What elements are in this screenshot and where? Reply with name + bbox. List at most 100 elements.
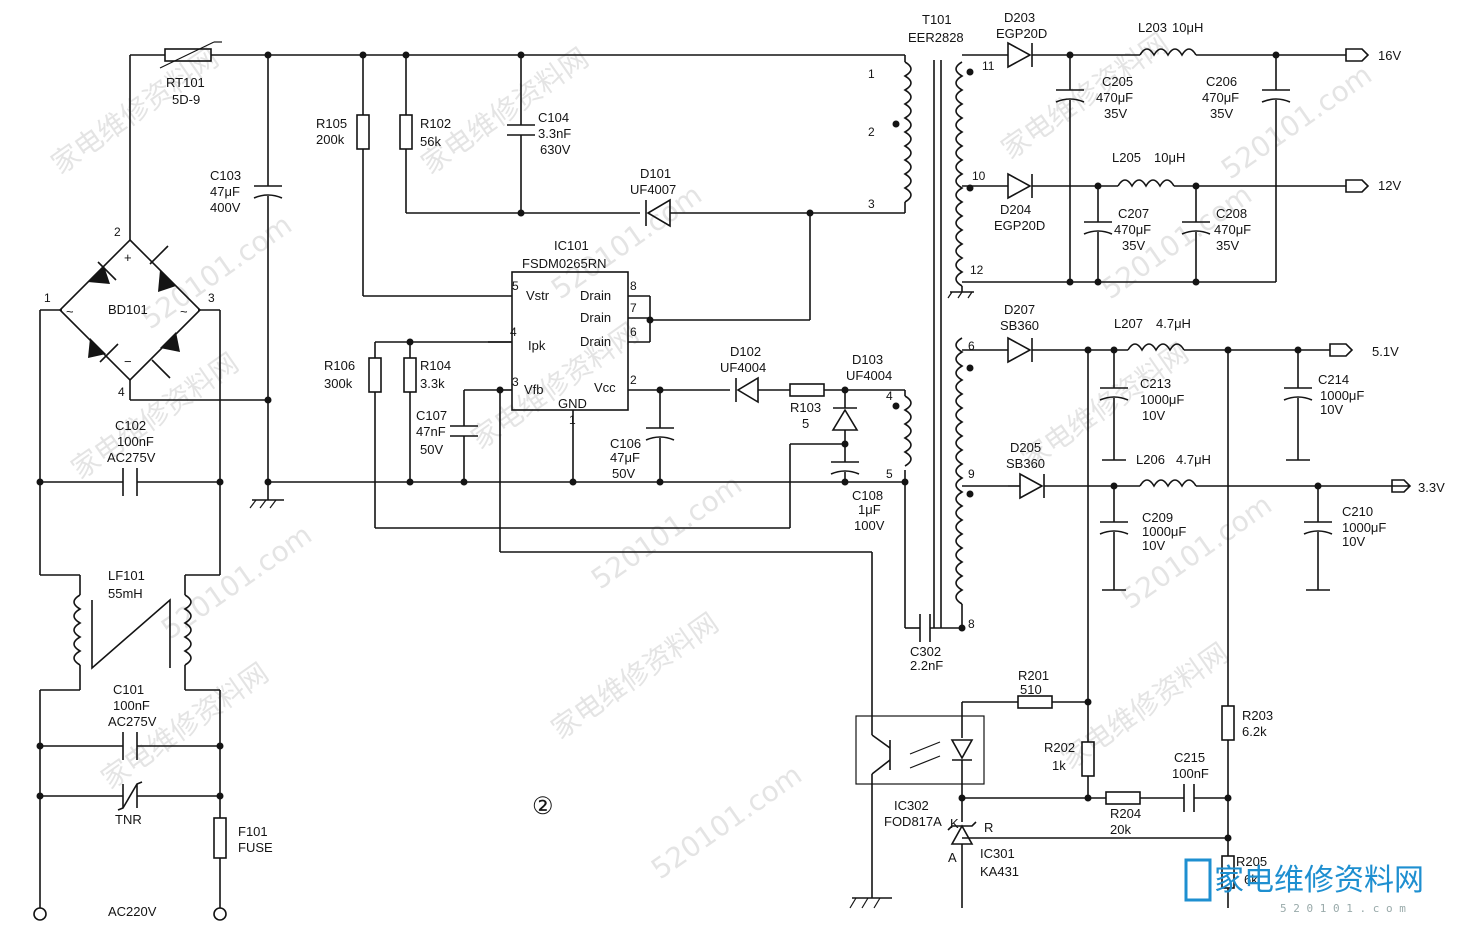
value-c302: 2.2nF	[910, 658, 943, 673]
label-r102: R102	[420, 116, 451, 131]
watermark-cn: 家电维修资料网	[465, 316, 644, 455]
label-l206: L206	[1136, 452, 1165, 467]
figure-number: ②	[532, 792, 554, 820]
ic101-pin-6: 6	[630, 325, 637, 339]
value-c207: 470μF	[1114, 222, 1151, 237]
bridge-rectifier-bd101	[58, 55, 268, 401]
label-c214: C214	[1318, 372, 1349, 387]
pin-labels: Vstr Drain Drain Drain Ipk Vfb Vcc GND 1…	[44, 59, 995, 865]
label-r204: R204	[1110, 806, 1141, 821]
label-ic302: IC302	[894, 798, 929, 813]
value-d203: EGP20D	[996, 26, 1047, 41]
value-r103: 5	[802, 416, 809, 431]
label-r205: R205	[1236, 854, 1267, 869]
label-r203: R203	[1242, 708, 1273, 723]
ic101-pin-5: 5	[512, 279, 519, 293]
rating-c108: 100V	[854, 518, 885, 533]
value-c213: 1000μF	[1140, 392, 1184, 407]
logo-url: 5 2 0 1 0 1 . c o m	[1280, 902, 1406, 915]
label-c213: C213	[1140, 376, 1171, 391]
rating-c101: AC275V	[108, 714, 157, 729]
label-c102: C102	[115, 418, 146, 433]
t101-pin-11: 11	[982, 59, 995, 73]
value-r205: 6k	[1244, 872, 1258, 887]
ic101-pin-4: 4	[510, 325, 517, 339]
rating-c106: 50V	[612, 466, 635, 481]
value-r104: 3.3k	[420, 376, 445, 391]
rating-c210: 10V	[1342, 534, 1365, 549]
label-rt101: RT101	[166, 75, 205, 90]
feedback-network	[849, 350, 1235, 909]
label-c209: C209	[1142, 510, 1173, 525]
value-c215: 100nF	[1172, 766, 1209, 781]
rating-c206: 35V	[1210, 106, 1233, 121]
ic101-pin-gnd: GND	[558, 396, 587, 411]
bridge-pin-2: 2	[114, 225, 121, 239]
rating-c103: 400V	[210, 200, 241, 215]
value-ic101: FSDM0265RN	[522, 256, 607, 271]
value-c104: 3.3nF	[538, 126, 571, 141]
label-d101: D101	[640, 166, 671, 181]
ic101-pin-3: 3	[512, 375, 519, 389]
output-5v-3v3	[962, 336, 1412, 591]
ic101-pin-drain-8: Drain	[580, 288, 611, 303]
ic101-pin-vfb: Vfb	[524, 382, 544, 397]
bridge-pin-3: 3	[208, 291, 215, 305]
t101-pin-6: 6	[968, 339, 975, 353]
rating-c207: 35V	[1122, 238, 1145, 253]
diode-d101	[645, 198, 906, 321]
label-r104: R104	[420, 358, 451, 373]
tl431-pin-a: A	[948, 850, 957, 865]
value-c206: 470μF	[1202, 90, 1239, 105]
value-ic301: KA431	[980, 864, 1019, 879]
value-f101: FUSE	[238, 840, 273, 855]
ic101-pin-drain-6: Drain	[580, 334, 611, 349]
value-rt101: 5D-9	[172, 92, 200, 107]
value-c106: 47μF	[610, 450, 640, 465]
label-d102: D102	[730, 344, 761, 359]
rating-c104: 630V	[540, 142, 571, 157]
value-d103: UF4004	[846, 368, 892, 383]
label-c205: C205	[1102, 74, 1133, 89]
output-16v: 16V	[1378, 48, 1401, 63]
value-l207: 4.7μH	[1156, 316, 1191, 331]
vcc-network	[645, 376, 962, 642]
capacitor-c104	[507, 51, 535, 217]
logo-text: 家电维修资料网	[1214, 863, 1424, 898]
bridge-pin-1: 1	[44, 291, 51, 305]
label-c210: C210	[1342, 504, 1373, 519]
output-16v-12v	[962, 41, 1370, 286]
value-c209: 1000μF	[1142, 524, 1186, 539]
value-r106: 300k	[324, 376, 353, 391]
label-f101: F101	[238, 824, 268, 839]
bridge-ac-right: ~	[180, 304, 188, 319]
t101-pin-9: 9	[968, 467, 975, 481]
label-c101: C101	[113, 682, 144, 697]
bridge-ac-left: ~	[66, 304, 74, 319]
label-r105: R105	[316, 116, 347, 131]
bridge-minus: −	[124, 354, 132, 369]
label-r106: R106	[324, 358, 355, 373]
label-c302: C302	[910, 644, 941, 659]
value-ic302: FOD817A	[884, 814, 942, 829]
label-d207: D207	[1004, 302, 1035, 317]
label-c207: C207	[1118, 206, 1149, 221]
ic101-pin-8: 8	[630, 279, 637, 293]
watermark-url: 520101.com	[135, 208, 298, 336]
label-c104: C104	[538, 110, 569, 125]
t101-pin-5: 5	[886, 467, 893, 481]
ic101-pin-7: 7	[630, 301, 637, 315]
value-l203: 10μH	[1172, 20, 1203, 35]
ic101-pin-vstr: Vstr	[526, 288, 550, 303]
output-3v3: 3.3V	[1418, 480, 1445, 495]
t101-pin-4: 4	[886, 389, 893, 403]
label-c206: C206	[1206, 74, 1237, 89]
label-c107: C107	[416, 408, 447, 423]
ic101-pin-2: 2	[630, 373, 637, 387]
capacitor-c103	[253, 51, 283, 482]
watermark-url: 520101.com	[645, 758, 808, 886]
value-c214: 1000μF	[1320, 388, 1364, 403]
ic101-pin-drain-7: Drain	[580, 310, 611, 325]
